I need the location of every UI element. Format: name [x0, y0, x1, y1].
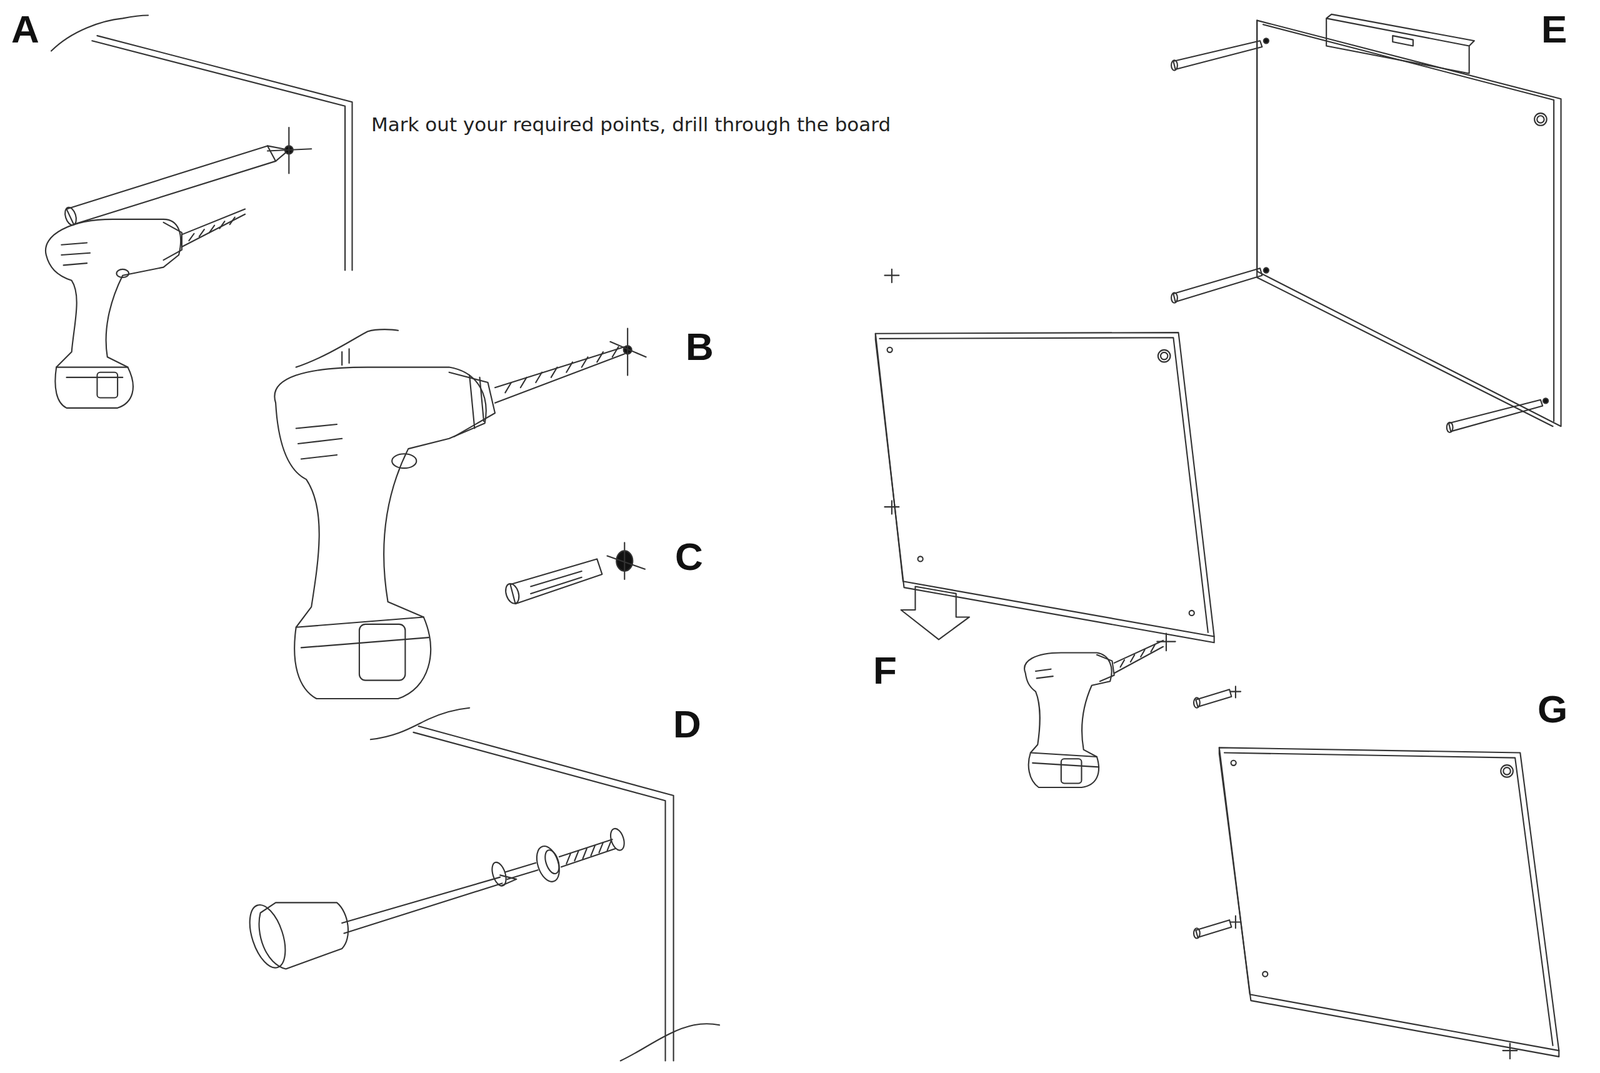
step-letter: B [685, 327, 714, 367]
board-e [1256, 14, 1561, 427]
step-letter: C [675, 537, 704, 577]
step-letter: D [673, 705, 702, 744]
drill-f [1024, 633, 1175, 788]
pencils-e [1171, 38, 1549, 433]
wall-a [51, 15, 352, 270]
wall-plug-g [1193, 916, 1241, 939]
pencil-a [63, 127, 312, 227]
step-letter: A [11, 10, 40, 49]
screwdriver-d [243, 875, 517, 972]
board-f [875, 269, 1215, 643]
step-letter: G [1537, 690, 1568, 729]
screw-d [489, 826, 627, 888]
step-letter: E [1541, 10, 1567, 49]
wall-d [370, 708, 720, 1062]
drill-a [45, 209, 245, 409]
instruction-text: Mark out your required points, drill thr… [371, 113, 891, 137]
drill-b [274, 328, 646, 699]
wall-plug-c [503, 542, 645, 605]
wall-plug-f [1193, 686, 1241, 708]
board-g [1219, 747, 1559, 1059]
step-letter: F [873, 651, 897, 690]
